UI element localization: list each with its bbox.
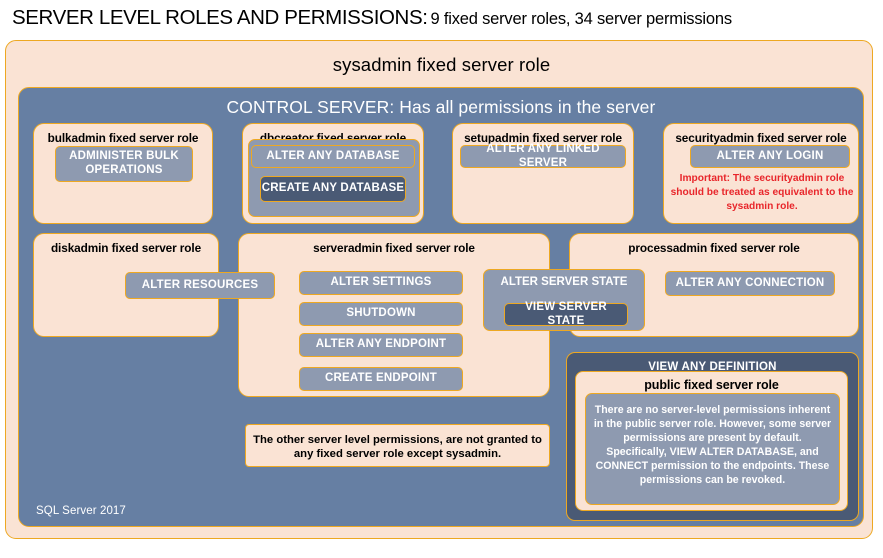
bulkadmin-role-title: bulkadmin fixed server role bbox=[47, 131, 199, 145]
setupadmin-role-title: setupadmin fixed server role bbox=[464, 131, 622, 145]
public-role-note-box: There are no server-level permissions in… bbox=[585, 393, 840, 505]
permission-alter-any-login[interactable]: ALTER ANY LOGIN bbox=[690, 145, 850, 168]
public-role-title: public fixed server role bbox=[644, 378, 779, 392]
permission-alter-any-database[interactable]: ALTER ANY DATABASE bbox=[251, 145, 415, 168]
permission-view-server-state[interactable]: VIEW SERVER STATE bbox=[504, 301, 628, 327]
permission-alter-server-state-label: ALTER SERVER STATE bbox=[500, 276, 628, 288]
securityadmin-important-note: Important: The securityadmin role should… bbox=[670, 173, 854, 212]
other-permissions-note-box: The other server level permissions, are … bbox=[245, 424, 550, 467]
serveradmin-role-title: serveradmin fixed server role bbox=[313, 241, 475, 255]
permission-alter-any-connection[interactable]: ALTER ANY CONNECTION bbox=[665, 271, 835, 296]
page-title-main: SERVER LEVEL ROLES AND PERMISSIONS: bbox=[12, 6, 428, 29]
sql-version-label: SQL Server 2017 bbox=[36, 505, 126, 517]
permission-alter-any-linked-server[interactable]: ALTER ANY LINKED SERVER bbox=[460, 143, 626, 169]
permission-shutdown[interactable]: SHUTDOWN bbox=[299, 302, 463, 326]
permission-alter-any-endpoint[interactable]: ALTER ANY ENDPOINT bbox=[299, 333, 463, 357]
control-server-title: CONTROL SERVER: Has all permissions in t… bbox=[226, 97, 656, 117]
permission-alter-settings[interactable]: ALTER SETTINGS bbox=[299, 271, 463, 295]
sysadmin-role-title: sysadmin fixed server role bbox=[332, 54, 551, 75]
setupadmin-role-box: setupadmin fixed server role bbox=[452, 123, 634, 224]
securityadmin-role-box: securityadmin fixed server role bbox=[663, 123, 859, 224]
other-permissions-note-text: The other server level permissions, are … bbox=[253, 434, 542, 461]
securityadmin-role-title: securityadmin fixed server role bbox=[675, 131, 847, 145]
permission-administer-bulk-operations[interactable]: ADMINISTER BULK OPERATIONS bbox=[55, 146, 193, 182]
page-title: SERVER LEVEL ROLES AND PERMISSIONS:9 fix… bbox=[12, 6, 872, 34]
diskadmin-role-title: diskadmin fixed server role bbox=[50, 241, 202, 255]
page-title-subtitle: 9 fixed server roles, 34 server permissi… bbox=[430, 10, 733, 28]
public-role-note-text: There are no server-level permissions in… bbox=[593, 404, 832, 487]
processadmin-role-title: processadmin fixed server role bbox=[628, 241, 800, 255]
permission-view-any-definition: VIEW ANY DEFINITION bbox=[648, 361, 777, 373]
permission-alter-resources[interactable]: ALTER RESOURCES bbox=[125, 272, 275, 299]
permission-create-endpoint[interactable]: CREATE ENDPOINT bbox=[299, 367, 463, 391]
permission-create-any-database[interactable]: CREATE ANY DATABASE bbox=[260, 176, 406, 202]
